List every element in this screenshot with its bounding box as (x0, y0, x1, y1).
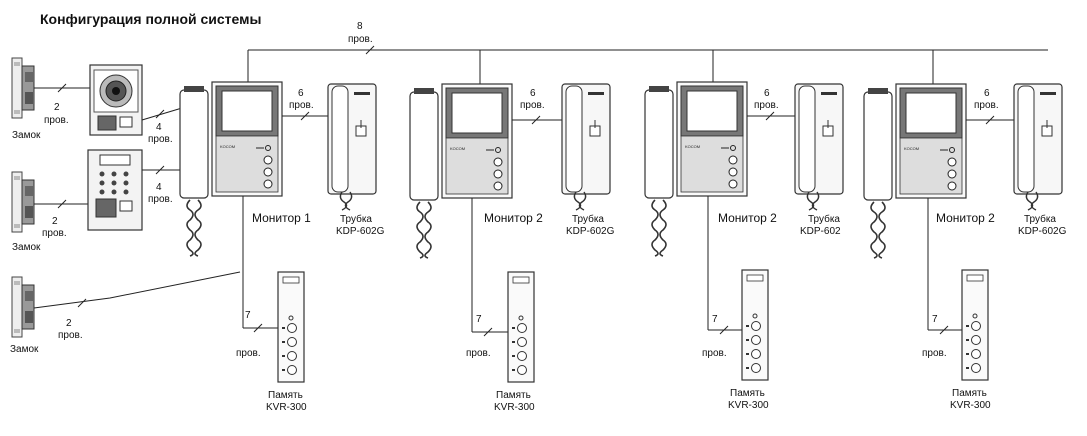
lock-label: Замок (12, 242, 41, 253)
bus-wire-unit: пров. (348, 34, 373, 45)
monitor-unit (644, 81, 748, 257)
memory-device (961, 269, 989, 381)
handset-wire-count: 6 (984, 88, 990, 99)
diagram-title: Конфигурация полной системы (40, 11, 261, 27)
lock-wire-unit: пров. (58, 330, 83, 341)
monitor-unit (179, 81, 283, 257)
memory-wire-count: 7 (245, 310, 251, 321)
handset-model-line1: Трубка (340, 213, 372, 225)
lock-wire-unit: пров. (42, 228, 67, 239)
lock-wire-count: 2 (52, 216, 58, 227)
handset-model-line1: Трубка (1024, 213, 1056, 225)
memory-model-line2: KVR-300 (728, 400, 769, 411)
door-link-wire-unit: пров. (148, 194, 173, 205)
door-link-wire-count: 4 (156, 122, 162, 133)
memory-wire-unit: пров. (922, 348, 947, 359)
handset-model-line2: KDP-602G (566, 226, 615, 237)
door-station-keypad (87, 149, 143, 231)
memory-device (507, 271, 535, 383)
memory-wire-unit: пров. (702, 348, 727, 359)
memory-model-line1: Память (268, 390, 303, 401)
monitor-unit (409, 83, 513, 259)
lock-wire-count: 2 (66, 318, 72, 329)
memory-wire-count: 7 (932, 314, 938, 325)
monitor-unit (863, 83, 967, 259)
memory-wire-count: 7 (712, 314, 718, 325)
handset-wire-count: 6 (530, 88, 536, 99)
lock-wire-count: 2 (54, 102, 60, 113)
lock-device (11, 57, 35, 119)
memory-wire-count: 7 (476, 314, 482, 325)
monitor-label: Монитор 2 (718, 211, 777, 225)
handset-device (327, 83, 377, 211)
memory-model-line2: KVR-300 (494, 402, 535, 413)
lock-label: Замок (10, 344, 39, 355)
handset-wire-unit: пров. (974, 100, 999, 111)
lock-device (11, 276, 35, 338)
monitor-label: Монитор 2 (484, 211, 543, 225)
handset-model-line2: KDP-602G (336, 226, 385, 237)
handset-wire-unit: пров. (520, 100, 545, 111)
handset-device (561, 83, 611, 211)
lock-wire-unit: пров. (44, 115, 69, 126)
handset-device (1013, 83, 1063, 211)
handset-model-line2: KDP-602G (1018, 226, 1067, 237)
door-station-camera (89, 64, 143, 136)
handset-wire-unit: пров. (754, 100, 779, 111)
handset-model-line2: KDP-602 (800, 226, 841, 237)
handset-wire-count: 6 (764, 88, 770, 99)
handset-wire-unit: пров. (289, 100, 314, 111)
monitor-label: Монитор 1 (252, 211, 311, 225)
monitor-label: Монитор 2 (936, 211, 995, 225)
door-link-wire-unit: пров. (148, 134, 173, 145)
handset-wire-count: 6 (298, 88, 304, 99)
handset-device (794, 83, 844, 211)
bus-wire-count: 8 (357, 21, 363, 32)
lock-label: Замок (12, 130, 41, 141)
memory-model-line1: Память (952, 388, 987, 399)
lock-device (11, 171, 35, 233)
handset-model-line1: Трубка (808, 213, 840, 225)
handset-model-line1: Трубка (572, 213, 604, 225)
door-link-wire-count: 4 (156, 182, 162, 193)
memory-wire-unit: пров. (236, 348, 261, 359)
memory-model-line2: KVR-300 (266, 402, 307, 413)
memory-device (741, 269, 769, 381)
memory-model-line1: Память (496, 390, 531, 401)
memory-model-line1: Память (730, 388, 765, 399)
memory-model-line2: KVR-300 (950, 400, 991, 411)
memory-device (277, 271, 305, 383)
memory-wire-unit: пров. (466, 348, 491, 359)
